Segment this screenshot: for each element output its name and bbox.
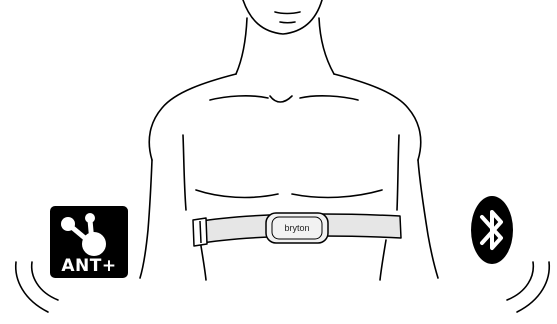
ant-plus-label: ANT+: [50, 257, 128, 275]
bluetooth-symbol: [470, 195, 514, 265]
left-arm-outer: [140, 160, 152, 278]
pectoral-left: [196, 190, 278, 197]
pectoral-right: [292, 190, 382, 197]
right-arm-outer: [418, 160, 438, 278]
bluetooth-icon: [470, 195, 514, 265]
neck-right: [319, 18, 334, 74]
right-shoulder: [334, 74, 421, 160]
right-arm-inner: [397, 135, 399, 210]
left-arm-inner: [183, 135, 186, 210]
strap-brand-logo: bryton: [272, 223, 322, 233]
signal-wave-right-inner: [507, 262, 533, 300]
jaw-line: [243, 0, 322, 34]
torso-left-lower: [200, 240, 206, 280]
collarbone-right: [300, 96, 358, 100]
ant-plus-icon: ANT+: [50, 206, 128, 278]
left-shoulder: [149, 74, 236, 160]
mouth-line: [275, 12, 300, 14]
strap-buckle-bar: [200, 221, 201, 243]
collarbone-left: [210, 96, 268, 100]
torso-right-lower: [380, 240, 386, 280]
sternum-notch: [270, 96, 292, 102]
chin-line: [280, 22, 295, 23]
neck-left: [236, 18, 247, 74]
